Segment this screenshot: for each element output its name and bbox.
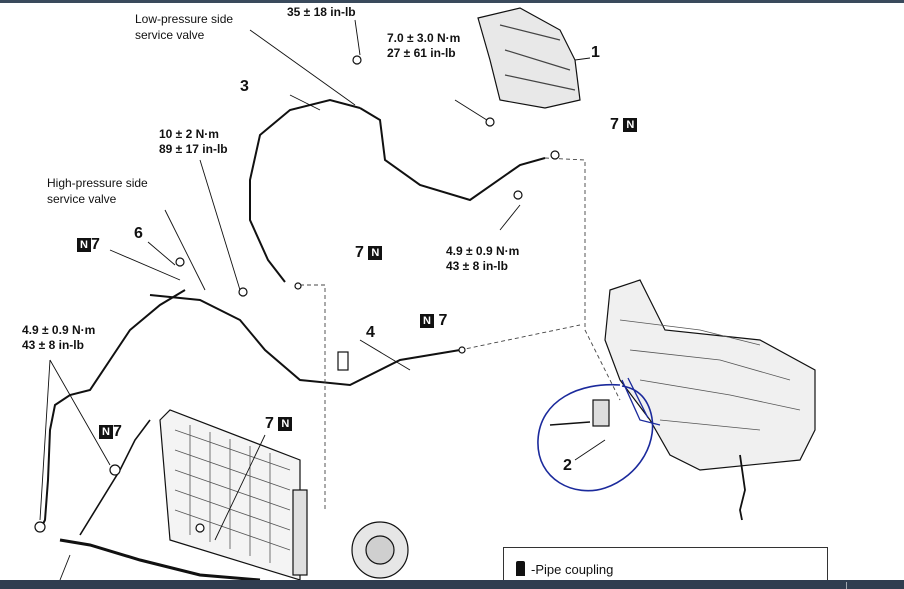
part-number-2: 2 — [563, 457, 572, 474]
n-symbol-box: N — [368, 246, 383, 260]
pipe-coupling-icon — [516, 561, 525, 576]
part-number-3: 3 — [240, 78, 249, 95]
torque-label-right-inlb: 43 ± 8 in-lb — [446, 259, 508, 273]
torque-label-shield-inlb: 27 ± 61 in-lb — [387, 46, 456, 60]
low-pressure-valve-label-1: Low-pressure side — [135, 12, 234, 26]
pipe-4 — [149, 294, 461, 387]
torque-label-right-nm: 4.9 ± 0.9 N·m — [446, 244, 520, 258]
part-number-4: 4 — [366, 324, 375, 341]
n-symbol-box: N — [278, 417, 293, 431]
part-2-expansion-valve — [592, 399, 610, 427]
part-7-tag-mid: 7 N — [355, 244, 383, 262]
part-7-tag-pipe4: N 7 — [420, 312, 447, 330]
torque-label-top: 35 ± 18 in-lb — [287, 5, 356, 19]
part-7-tag-condenser: 7 N — [265, 415, 293, 433]
part-number-1: 1 — [591, 44, 600, 61]
legend-pipe-coupling-label: -Pipe coupling — [531, 562, 614, 577]
low-pressure-valve-label-2: service valve — [135, 28, 205, 42]
torque-label-left-inlb: 43 ± 8 in-lb — [22, 338, 84, 352]
handdrawn-circle-annotation — [537, 383, 654, 492]
n-symbol-box: N — [623, 118, 638, 132]
high-pressure-valve-label-2: service valve — [47, 192, 117, 206]
high-pressure-valve-label-1: High-pressure side — [47, 176, 148, 190]
window-bottom-bar — [0, 580, 904, 589]
part-number-6: 6 — [134, 225, 143, 242]
n-symbol-box: N — [99, 425, 113, 439]
pipe-3 — [249, 98, 361, 283]
n-symbol-box: N — [77, 238, 91, 252]
torque-label-left-nm: 4.9 ± 0.9 N·m — [22, 323, 96, 337]
torque-label-shield-nm: 7.0 ± 3.0 N·m — [387, 31, 461, 45]
hvac-unit — [604, 279, 816, 471]
torque-label-mid-inlb: 89 ± 17 in-lb — [159, 142, 228, 156]
window-top-border — [0, 0, 904, 3]
part-7-tag-top-right: 7 N — [610, 116, 638, 134]
torque-label-mid-nm: 10 ± 2 N·m — [159, 127, 219, 141]
receiver-drier — [292, 489, 308, 576]
n-symbol-box: N — [420, 314, 434, 328]
